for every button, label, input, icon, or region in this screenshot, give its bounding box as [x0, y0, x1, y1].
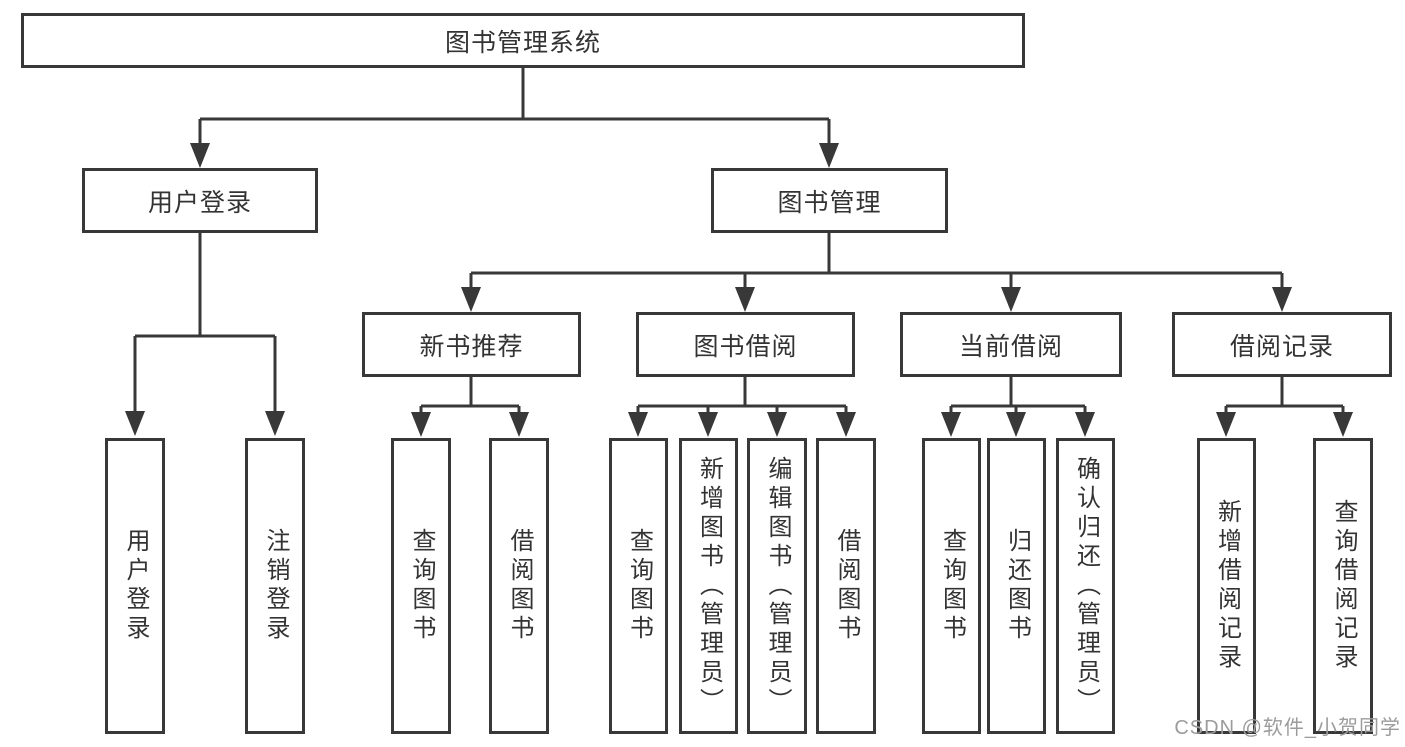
node-book-management: 图书管理: [711, 168, 948, 233]
node-root-system: 图书管理系统: [21, 13, 1025, 68]
node-new-book-recommend: 新书推荐: [362, 312, 581, 377]
node-current-borrowing: 当前借阅: [900, 312, 1122, 377]
leaf-return-books: 归还图书: [987, 438, 1046, 734]
leaf-logout: 注销登录: [245, 438, 305, 734]
node-borrowing-records: 借阅记录: [1172, 312, 1392, 377]
leaf-borrow-books: 借阅图书: [816, 438, 876, 734]
leaf-user-login: 用户登录: [105, 438, 165, 734]
leaf-add-books-admin: 新增图书（管理员）: [679, 438, 738, 734]
leaf-edit-books-admin: 编辑图书（管理员）: [747, 438, 807, 734]
node-book-borrowing: 图书借阅: [636, 312, 855, 377]
leaf-recommend-borrow-books: 借阅图书: [489, 438, 549, 734]
csdn-watermark: CSDN @软件_小贺同学: [1174, 717, 1401, 739]
leaf-current-query-books: 查询图书: [922, 438, 981, 734]
leaf-borrowing-query-books: 查询图书: [609, 438, 668, 734]
leaf-query-borrow-record: 查询借阅记录: [1313, 438, 1373, 734]
leaf-confirm-return-admin: 确认归还（管理员）: [1056, 438, 1115, 734]
leaf-recommend-query-books: 查询图书: [391, 438, 451, 734]
leaf-add-borrow-record: 新增借阅记录: [1197, 438, 1256, 734]
node-user-login: 用户登录: [82, 168, 318, 233]
